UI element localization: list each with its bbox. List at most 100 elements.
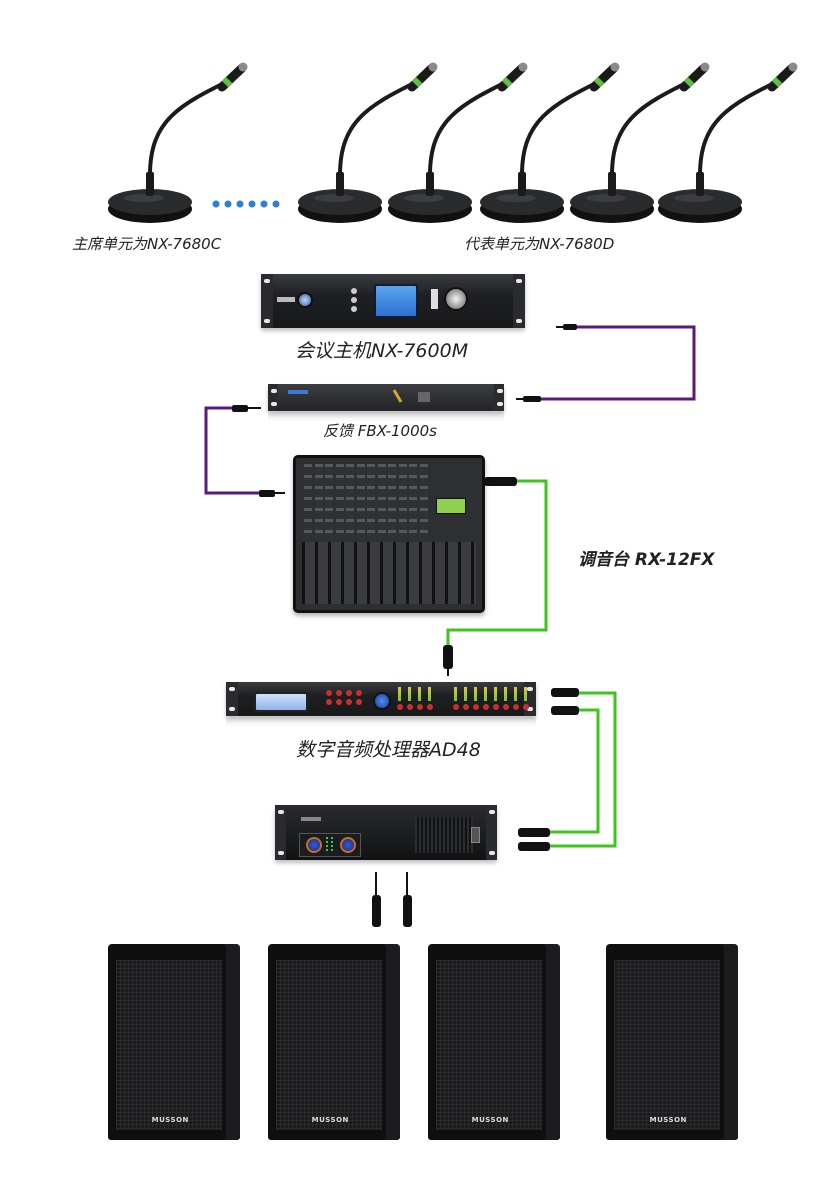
plug-processor-out-2 xyxy=(551,706,579,715)
plug-feedback-in xyxy=(516,396,541,402)
mute-button xyxy=(483,704,489,710)
level-meter xyxy=(428,687,431,701)
delegate-unit-label: 代表单元为NX-7680D xyxy=(464,235,615,253)
loudspeaker: MUSSON xyxy=(268,944,400,1140)
cable-mixer-to-processor xyxy=(446,479,548,648)
level-meter xyxy=(398,687,401,701)
cable-processor-to-amp-1 xyxy=(549,691,617,848)
delegate-microphone xyxy=(298,62,438,223)
amp-gain-knob-a xyxy=(306,837,322,853)
processor-button xyxy=(356,699,362,705)
amp-power-switch xyxy=(471,827,480,843)
plug-speaker-1 xyxy=(372,872,381,927)
plug-processor-in xyxy=(443,645,453,676)
delegate-microphone xyxy=(658,62,798,223)
delegate-microphone xyxy=(388,62,528,223)
level-meter xyxy=(494,687,497,701)
mixer-channel-strip xyxy=(335,464,344,540)
ellipsis-dot xyxy=(224,200,232,208)
plug-amp-in-1 xyxy=(518,828,550,837)
plug-mixer-out xyxy=(484,477,517,486)
speaker-logo: MUSSON xyxy=(471,1116,509,1124)
mixer-channel-strip xyxy=(409,464,417,540)
fader-bank xyxy=(302,542,476,604)
cable-processor-to-amp-2 xyxy=(549,708,600,834)
mute-button xyxy=(397,704,403,710)
processor-button xyxy=(346,699,352,705)
mute-button xyxy=(407,704,413,710)
chair-unit-label: 主席单元为NX-7680C xyxy=(72,235,222,253)
mixer-label: 调音台 RX-12FX xyxy=(578,550,715,570)
speaker-grille xyxy=(116,960,222,1130)
mixer-channel-strip xyxy=(346,464,354,540)
speaker-logo: MUSSON xyxy=(311,1116,349,1124)
plug-processor-out-1 xyxy=(551,688,579,697)
mixer-channel-strip xyxy=(388,464,396,540)
processor-button xyxy=(346,690,352,696)
loudspeaker: MUSSON xyxy=(108,944,240,1140)
processor-button xyxy=(336,690,342,696)
lcd-display xyxy=(374,284,418,318)
ellipsis-dot xyxy=(272,200,280,208)
speaker-grille xyxy=(614,960,720,1130)
mute-button xyxy=(463,704,469,710)
plug-amp-in-2 xyxy=(518,842,550,851)
level-meter xyxy=(504,687,507,701)
processor-button xyxy=(326,690,332,696)
mixer-channel-strip xyxy=(398,464,407,540)
plug-mixer-in xyxy=(259,490,285,497)
amp-vent xyxy=(415,817,473,853)
processor-button xyxy=(336,699,342,705)
mute-button xyxy=(493,704,499,710)
cable-feedback-to-mixer xyxy=(204,406,262,495)
conference-host-label: 会议主机NX-7600M xyxy=(295,340,469,362)
mute-button xyxy=(453,704,459,710)
mute-button xyxy=(473,704,479,710)
level-meter xyxy=(464,687,467,701)
mixer-channel-strip xyxy=(377,464,386,540)
conference-host-unit xyxy=(261,274,525,328)
plug-host-out xyxy=(556,324,577,330)
audio-processor-label: 数字音频处理器AD48 xyxy=(296,739,481,761)
speaker-grille xyxy=(276,960,382,1130)
processor-button xyxy=(356,690,362,696)
volume-knob xyxy=(444,287,468,311)
loudspeaker: MUSSON xyxy=(428,944,560,1140)
speaker-logo: MUSSON xyxy=(649,1116,687,1124)
audio-processor-unit xyxy=(226,682,536,716)
level-meter xyxy=(484,687,487,701)
level-meter xyxy=(524,687,527,701)
speaker-grille xyxy=(436,960,542,1130)
microphones-graphic xyxy=(108,62,798,223)
loudspeaker: MUSSON xyxy=(606,944,738,1140)
mixer-unit xyxy=(293,455,485,613)
mixer-display xyxy=(436,498,466,514)
mixer-channel-strip xyxy=(304,464,312,540)
power-button xyxy=(297,292,313,308)
ellipsis-dot xyxy=(248,200,256,208)
ellipsis-dot xyxy=(236,200,244,208)
mute-button xyxy=(523,704,529,710)
processor-button xyxy=(326,699,332,705)
plug-speaker-2 xyxy=(403,872,412,927)
level-meter xyxy=(418,687,421,701)
delegate-microphone xyxy=(480,62,620,223)
delegate-microphone xyxy=(570,62,710,223)
level-meter xyxy=(454,687,457,701)
mixer-channel-strip xyxy=(419,464,428,540)
power-amplifier-unit xyxy=(275,805,497,860)
ellipsis-dot xyxy=(260,200,268,208)
processor-encoder xyxy=(373,692,391,710)
mixer-channel-strip xyxy=(314,464,323,540)
mute-button xyxy=(503,704,509,710)
brand-logo xyxy=(277,297,295,302)
mute-button xyxy=(513,704,519,710)
chair-microphone xyxy=(108,62,248,223)
ellipsis-dot xyxy=(212,200,220,208)
level-meter xyxy=(408,687,411,701)
mixer-channel-strip xyxy=(367,464,375,540)
mute-button xyxy=(417,704,423,710)
plug-feedback-out xyxy=(232,405,261,412)
mixer-channel-strip xyxy=(325,464,333,540)
